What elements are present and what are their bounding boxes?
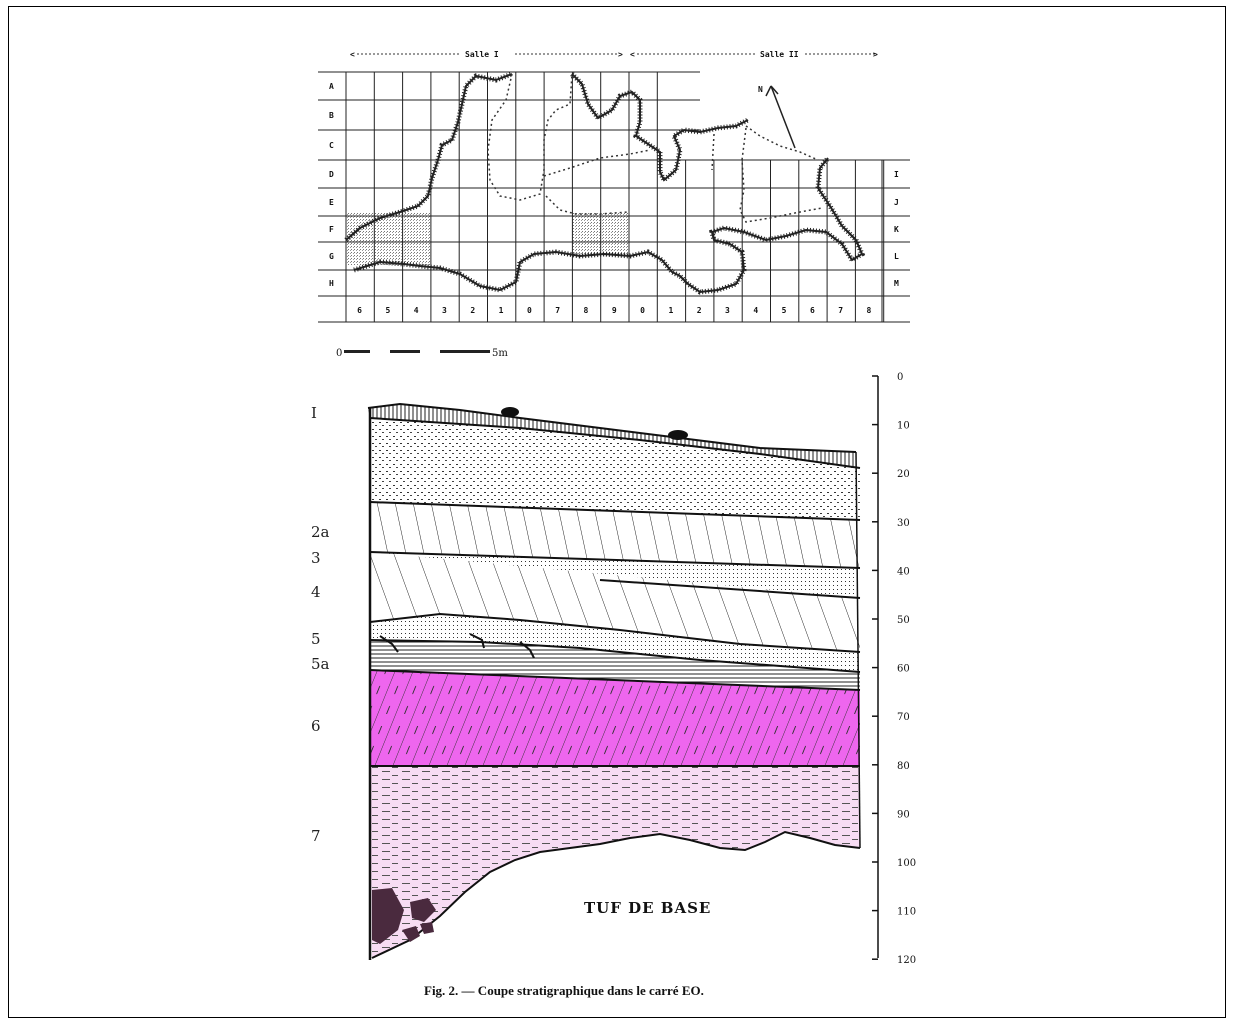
- salle-1-header: < Salle I >: [350, 50, 623, 59]
- col-label: 7: [555, 306, 560, 315]
- bedrock-block: [372, 888, 404, 944]
- layer-label-5a: 5a: [311, 655, 330, 673]
- layer-label-4: 4: [311, 583, 321, 601]
- north-label: N: [758, 85, 763, 94]
- col-label: 6: [810, 306, 815, 315]
- col-label: 2: [470, 306, 475, 315]
- layer-3: [370, 552, 860, 598]
- col-label: 5: [782, 306, 787, 315]
- col-label: 8: [867, 306, 872, 315]
- row-label-right: M: [894, 279, 899, 288]
- col-label: 2: [697, 306, 702, 315]
- col-label: 0: [527, 306, 532, 315]
- col-label: 1: [499, 306, 504, 315]
- col-label: 5: [385, 306, 390, 315]
- depth-tick-label: 50: [897, 615, 910, 626]
- col-label: 1: [668, 306, 673, 315]
- layer-label-3: 3: [311, 549, 321, 567]
- wall-hachure: [344, 71, 866, 295]
- col-label: 3: [442, 306, 447, 315]
- depth-tick-label: 30: [897, 518, 910, 529]
- figure-frame: [8, 6, 1226, 1018]
- depth-tick-label: 0: [897, 372, 903, 383]
- salle-1-label: Salle I: [465, 50, 499, 59]
- svg-text:<: <: [630, 50, 635, 59]
- surface-pebble: [668, 430, 688, 440]
- excavation-plan: < Salle I > < Salle II > A B C D E F G H I J K L M 6 5…: [318, 50, 910, 359]
- row-label-left: H: [329, 279, 334, 288]
- layer-labels: I 2a 3 4 5 5a 6 7: [311, 404, 330, 845]
- scale-bar: 0 5m: [336, 348, 508, 359]
- stratigraphic-section: TUF DE BASE I 2a 3 4 5 5a 6 7 0 10 20 30 40 5…: [311, 372, 916, 966]
- layer-label-7: 7: [311, 827, 321, 845]
- figure-caption: Fig. 2. — Coupe stratigraphique dans le …: [424, 983, 704, 998]
- shaded-area-2: [571, 213, 629, 256]
- top-soil: [368, 404, 856, 468]
- col-label: 4: [753, 306, 758, 315]
- row-label-right: L: [894, 252, 899, 261]
- shaded-area-1: [346, 213, 431, 265]
- depth-tick-label: 40: [897, 566, 910, 577]
- col-label: 0: [640, 306, 645, 315]
- plan-grid: A B C D E F G H I J K L M 6 5 4 3 2 1 0 7 8 9 0 1 2 3 4 5 6 7 8: [318, 71, 910, 323]
- row-label-left: E: [329, 198, 334, 207]
- surface-pebble: [501, 407, 519, 417]
- layer-label-5: 5: [311, 630, 321, 648]
- layer-label-2a: 2a: [311, 523, 330, 541]
- layer-4: [370, 552, 860, 652]
- salle-2-header: < Salle II >: [630, 50, 878, 59]
- depth-tick-label: 120: [897, 955, 916, 966]
- bedrock-block: [420, 922, 434, 934]
- layer-2a: [370, 502, 860, 568]
- layer-label-6: 6: [311, 717, 321, 735]
- salle-2-label: Salle II: [760, 50, 799, 59]
- row-label-left: G: [329, 252, 334, 261]
- col-label: 8: [584, 306, 589, 315]
- row-label-left: B: [329, 111, 334, 120]
- row-label-left: C: [329, 141, 334, 150]
- row-label-left: A: [329, 82, 334, 91]
- dotted-outline: [487, 73, 823, 223]
- col-label: 9: [612, 306, 617, 315]
- depth-tick-label: 20: [897, 469, 910, 480]
- depth-tick-label: 90: [897, 809, 910, 820]
- row-label-right: I: [894, 170, 899, 179]
- depth-tick-label: 80: [897, 761, 910, 772]
- layer-5a: [370, 640, 860, 690]
- depth-tick-label: 70: [897, 712, 910, 723]
- depth-tick-label: 110: [897, 907, 916, 918]
- scale-end: 5m: [492, 348, 508, 359]
- base-label: TUF DE BASE: [584, 899, 711, 917]
- row-label-left: F: [329, 225, 334, 234]
- col-label: 3: [725, 306, 730, 315]
- cave-wall-outline-lower: [353, 157, 864, 294]
- layer-boundaries: [367, 402, 861, 960]
- col-label: 4: [414, 306, 419, 315]
- depth-tick-label: 60: [897, 664, 910, 675]
- depth-scale: 0 10 20 30 40 50 60 70 80 90 100 110 120: [872, 372, 916, 966]
- depth-tick-label: 10: [897, 421, 910, 432]
- bedrock-block: [410, 898, 436, 922]
- scale-start: 0: [336, 348, 342, 359]
- layer-label-1: I: [311, 404, 317, 422]
- svg-text:<: <: [350, 50, 355, 59]
- depth-tick-label: 100: [897, 858, 916, 869]
- bedrock-block: [402, 926, 420, 942]
- layer-1: [370, 418, 860, 520]
- row-label-left: D: [329, 170, 334, 179]
- row-label-right: J: [894, 198, 899, 207]
- svg-text:>: >: [618, 50, 623, 59]
- col-label: 7: [838, 306, 843, 315]
- row-label-right: K: [894, 225, 899, 234]
- layer-5: [370, 614, 860, 672]
- col-label: 6: [357, 306, 362, 315]
- north-arrow: N: [758, 85, 796, 149]
- svg-text:>: >: [873, 50, 878, 59]
